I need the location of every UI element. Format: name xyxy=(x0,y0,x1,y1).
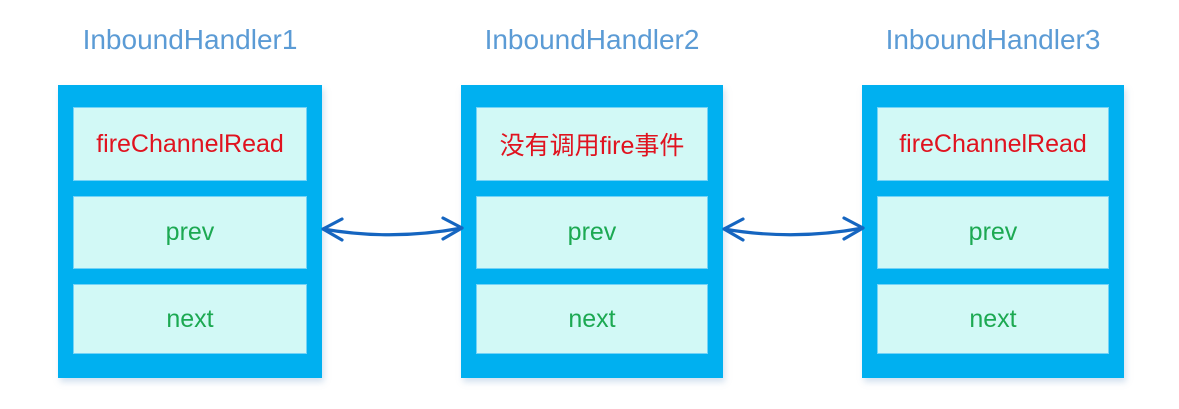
handler1-next-cell: next xyxy=(74,285,306,353)
handler3-title: InboundHandler3 xyxy=(885,24,1101,55)
bidirectional-arrow-1-2 xyxy=(321,216,464,242)
handler-inboundhandler3: InboundHandler3 fireChannelRead prev nex… xyxy=(862,0,1124,409)
handler2-title: InboundHandler2 xyxy=(484,24,700,55)
handler1-method-cell: fireChannelRead xyxy=(74,108,306,180)
handler3-method-cell: fireChannelRead xyxy=(878,108,1108,180)
handler1-box: fireChannelRead prev next xyxy=(58,85,322,378)
handler2-note-cell: 没有调用fire事件 xyxy=(477,108,707,180)
handler1-prev-cell: prev xyxy=(74,197,306,268)
handler3-box: fireChannelRead prev next xyxy=(862,85,1124,378)
handler2-prev-cell: prev xyxy=(477,197,707,268)
handler1-title: InboundHandler1 xyxy=(82,24,298,55)
bidirectional-arrow-2-3 xyxy=(722,216,865,242)
handler3-prev-cell: prev xyxy=(878,197,1108,268)
handler-inboundhandler2: InboundHandler2 没有调用fire事件 prev next xyxy=(461,0,723,409)
handler2-box: 没有调用fire事件 prev next xyxy=(461,85,723,378)
handler-inboundhandler1: InboundHandler1 fireChannelRead prev nex… xyxy=(58,0,322,409)
handler2-next-cell: next xyxy=(477,285,707,353)
handler3-next-cell: next xyxy=(878,285,1108,353)
